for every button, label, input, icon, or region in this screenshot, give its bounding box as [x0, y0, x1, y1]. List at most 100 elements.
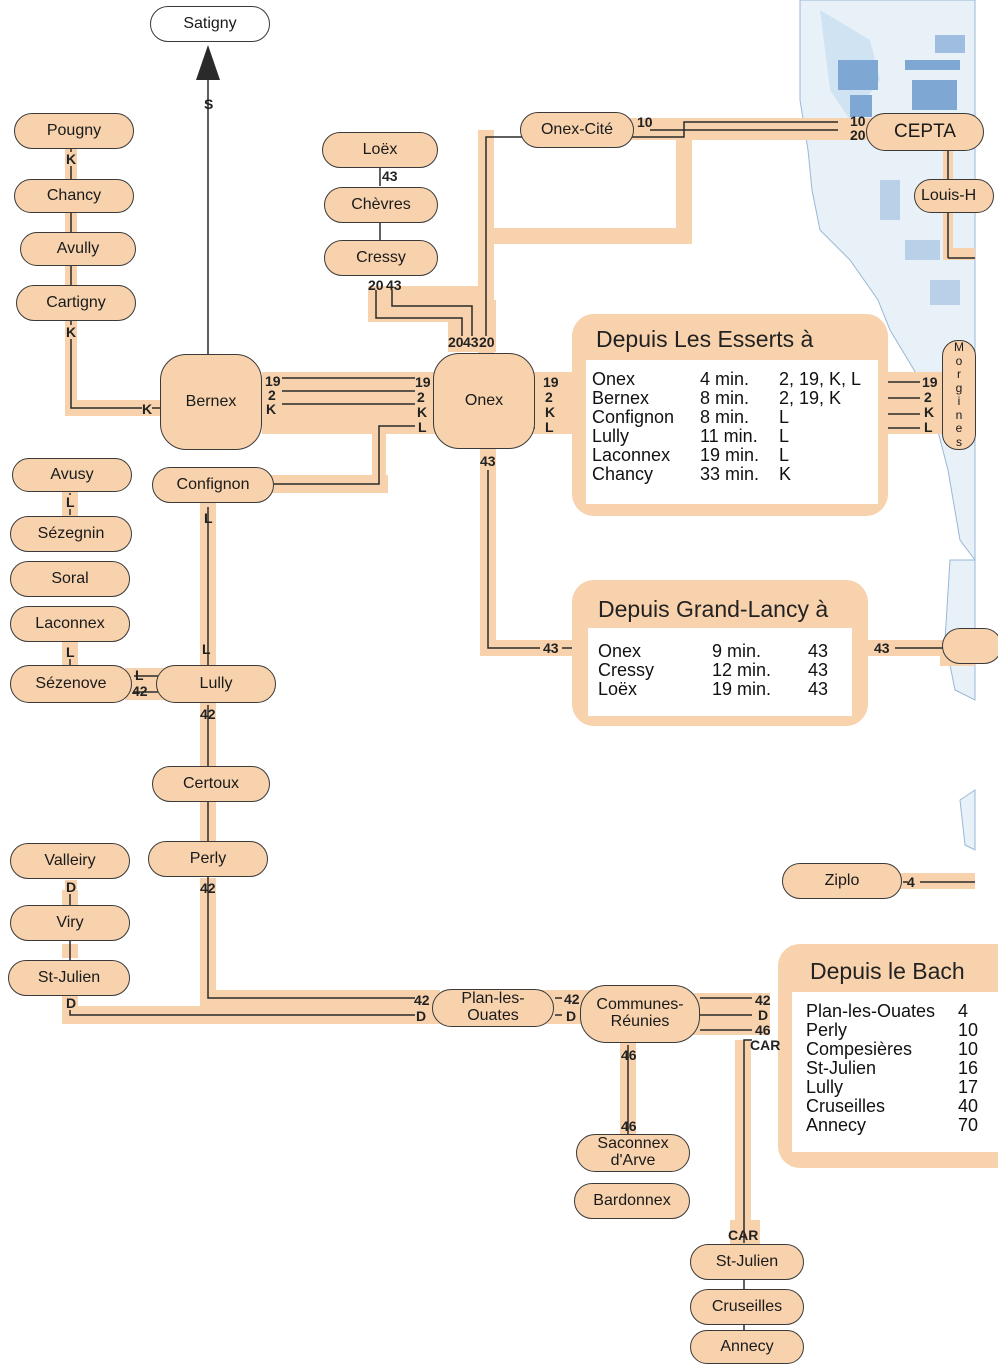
morgines-letter: o	[955, 353, 963, 368]
label-line-2-morgines: 2	[924, 389, 932, 405]
stop-avully[interactable]: Avully	[20, 232, 136, 266]
stop-sezegnin[interactable]: Sézegnin	[10, 516, 132, 552]
label-line-l-confignon: L	[204, 510, 213, 526]
label-line-l-onex-e: L	[545, 419, 554, 435]
label-line-20-onex-n1: 20	[448, 334, 464, 350]
bachet-row-time: 16	[958, 1058, 979, 1078]
stop-ziplo[interactable]: Ziplo	[782, 863, 902, 899]
esserts-row-dest: Chancy	[592, 464, 654, 484]
stop-chancy[interactable]: Chancy	[14, 179, 134, 213]
stop-lully[interactable]: Lully	[156, 665, 276, 703]
morgines-letter: e	[955, 421, 963, 435]
stop-annecy[interactable]: Annecy	[690, 1330, 804, 1364]
esserts-row-time: 33 min.	[700, 464, 760, 484]
stop-partial-grand-lancy[interactable]	[942, 628, 998, 664]
label-line-42-cr: 42	[755, 992, 771, 1008]
stop-perly[interactable]: Perly	[148, 841, 268, 877]
stop-communes-reunies[interactable]: Communes- Réunies	[580, 985, 700, 1043]
stop-avusy[interactable]: Avusy	[12, 458, 132, 492]
bachet-row-time: 17	[958, 1077, 979, 1097]
stop-cepta[interactable]: CEPTA	[866, 113, 984, 151]
label-line-2-onex-w: 2	[417, 389, 425, 405]
stop-st-julien-left[interactable]: St-Julien	[8, 960, 130, 996]
esserts-row-lines: L	[779, 426, 790, 446]
morgines-letter: s	[956, 434, 962, 449]
stop-soral[interactable]: Soral	[10, 561, 130, 597]
label-line-19-onex-e: 19	[543, 374, 559, 390]
lancy-row-time: 19 min.	[712, 679, 772, 699]
bachet-row-dest: Cruseilles	[806, 1096, 886, 1116]
label-line-10-onex-cite: 10	[637, 114, 653, 130]
esserts-row-dest: Lully	[592, 426, 630, 446]
label-line-s: S	[204, 96, 214, 112]
label-line-43-loex: 43	[382, 168, 398, 184]
esserts-row-lines: 2, 19, K, L	[779, 369, 862, 389]
stop-cressy[interactable]: Cressy	[324, 240, 438, 276]
label-line-19-onex-w: 19	[415, 374, 431, 390]
morgines-letter: g	[955, 380, 963, 395]
stop-morgines[interactable]: MorginesMorgines	[942, 340, 976, 450]
label-line-l-laconnex: L	[65, 644, 76, 660]
stop-onex-cite[interactable]: Onex-Cité	[520, 112, 634, 148]
bachet-row-time: 70	[958, 1115, 979, 1135]
label-line-46-saconnex: 46	[621, 1118, 637, 1134]
bachet-row-time: 40	[958, 1096, 979, 1116]
label-line-k-onex-w: K	[417, 404, 428, 420]
lancy-row-time: 12 min.	[712, 660, 772, 680]
label-line-k-cartigny: K	[65, 324, 78, 340]
north-arrow-satigny	[196, 45, 220, 80]
stop-plan-les-ouates[interactable]: Plan-les- Ouates	[432, 989, 554, 1027]
morgines-letter: r	[957, 367, 961, 381]
stop-satigny[interactable]: Satigny	[150, 6, 270, 42]
label-line-d-plo-e: D	[566, 1008, 577, 1024]
morgines-letter: i	[957, 394, 961, 408]
panel-grand-lancy-title: Depuis Grand-Lancy à	[598, 596, 829, 622]
esserts-row-lines: L	[779, 407, 790, 427]
stop-bardonnex[interactable]: Bardonnex	[574, 1183, 690, 1219]
stop-valleiry[interactable]: Valleiry	[10, 843, 130, 879]
label-line-l-sezenove: L	[135, 667, 144, 683]
esserts-row-dest: Onex	[592, 369, 636, 389]
stop-cruseilles[interactable]: Cruseilles	[690, 1289, 804, 1325]
label-line-k-bernex: K	[266, 401, 277, 417]
stop-viry[interactable]: Viry	[10, 905, 130, 941]
label-line-l-onex-w: L	[418, 419, 427, 435]
label-line-43-lancy-e: 43	[874, 640, 890, 656]
stop-saconnex-arve[interactable]: Saconnex d'Arve	[576, 1134, 690, 1172]
bachet-row-dest: Annecy	[806, 1115, 867, 1135]
label-line-20-onex-n2: 20	[479, 334, 495, 350]
lancy-row-dest: Onex	[598, 641, 642, 661]
stop-cartigny[interactable]: Cartigny	[16, 285, 136, 321]
morgines-letter: M	[954, 340, 964, 354]
stop-st-julien-bottom[interactable]: St-Julien	[690, 1244, 804, 1280]
label-line-10-cepta: 10	[850, 113, 866, 129]
label-line-k-onex-e: K	[545, 404, 556, 420]
label-line-46-cr: 46	[755, 1022, 771, 1038]
esserts-row-time: 8 min.	[700, 407, 750, 427]
stop-onex[interactable]: Onex	[433, 353, 535, 449]
bachet-row-dest: Perly	[806, 1020, 848, 1040]
label-line-46-cr-south: 46	[621, 1047, 637, 1063]
stop-pougny[interactable]: Pougny	[14, 113, 134, 149]
bachet-row-dest: Compesières	[806, 1039, 913, 1059]
esserts-row-lines: K	[779, 464, 792, 484]
stop-loex[interactable]: Loëx	[322, 132, 438, 168]
stop-laconnex[interactable]: Laconnex	[10, 606, 130, 642]
label-line-2-bernex: 2	[268, 387, 276, 403]
lancy-row-lines: 43	[808, 641, 829, 661]
bachet-row-dest: Lully	[806, 1077, 844, 1097]
label-line-42-perly: 42	[200, 880, 216, 896]
label-line-43-cressy: 43	[386, 277, 402, 293]
stop-louis-h[interactable]: Louis-H	[914, 179, 994, 213]
label-line-l-lully: L	[202, 641, 211, 657]
lancy-row-dest: Cressy	[598, 660, 655, 680]
stop-confignon[interactable]: Confignon	[152, 467, 274, 503]
label-line-d-valleiry: D	[65, 879, 78, 895]
stop-bernex[interactable]: Bernex	[160, 354, 262, 450]
lancy-row-time: 9 min.	[712, 641, 762, 661]
stop-certoux[interactable]: Certoux	[152, 766, 270, 802]
lancy-row-lines: 43	[808, 679, 829, 699]
stop-chevres[interactable]: Chèvres	[324, 187, 438, 223]
stop-sezenove[interactable]: Sézenove	[10, 665, 132, 703]
